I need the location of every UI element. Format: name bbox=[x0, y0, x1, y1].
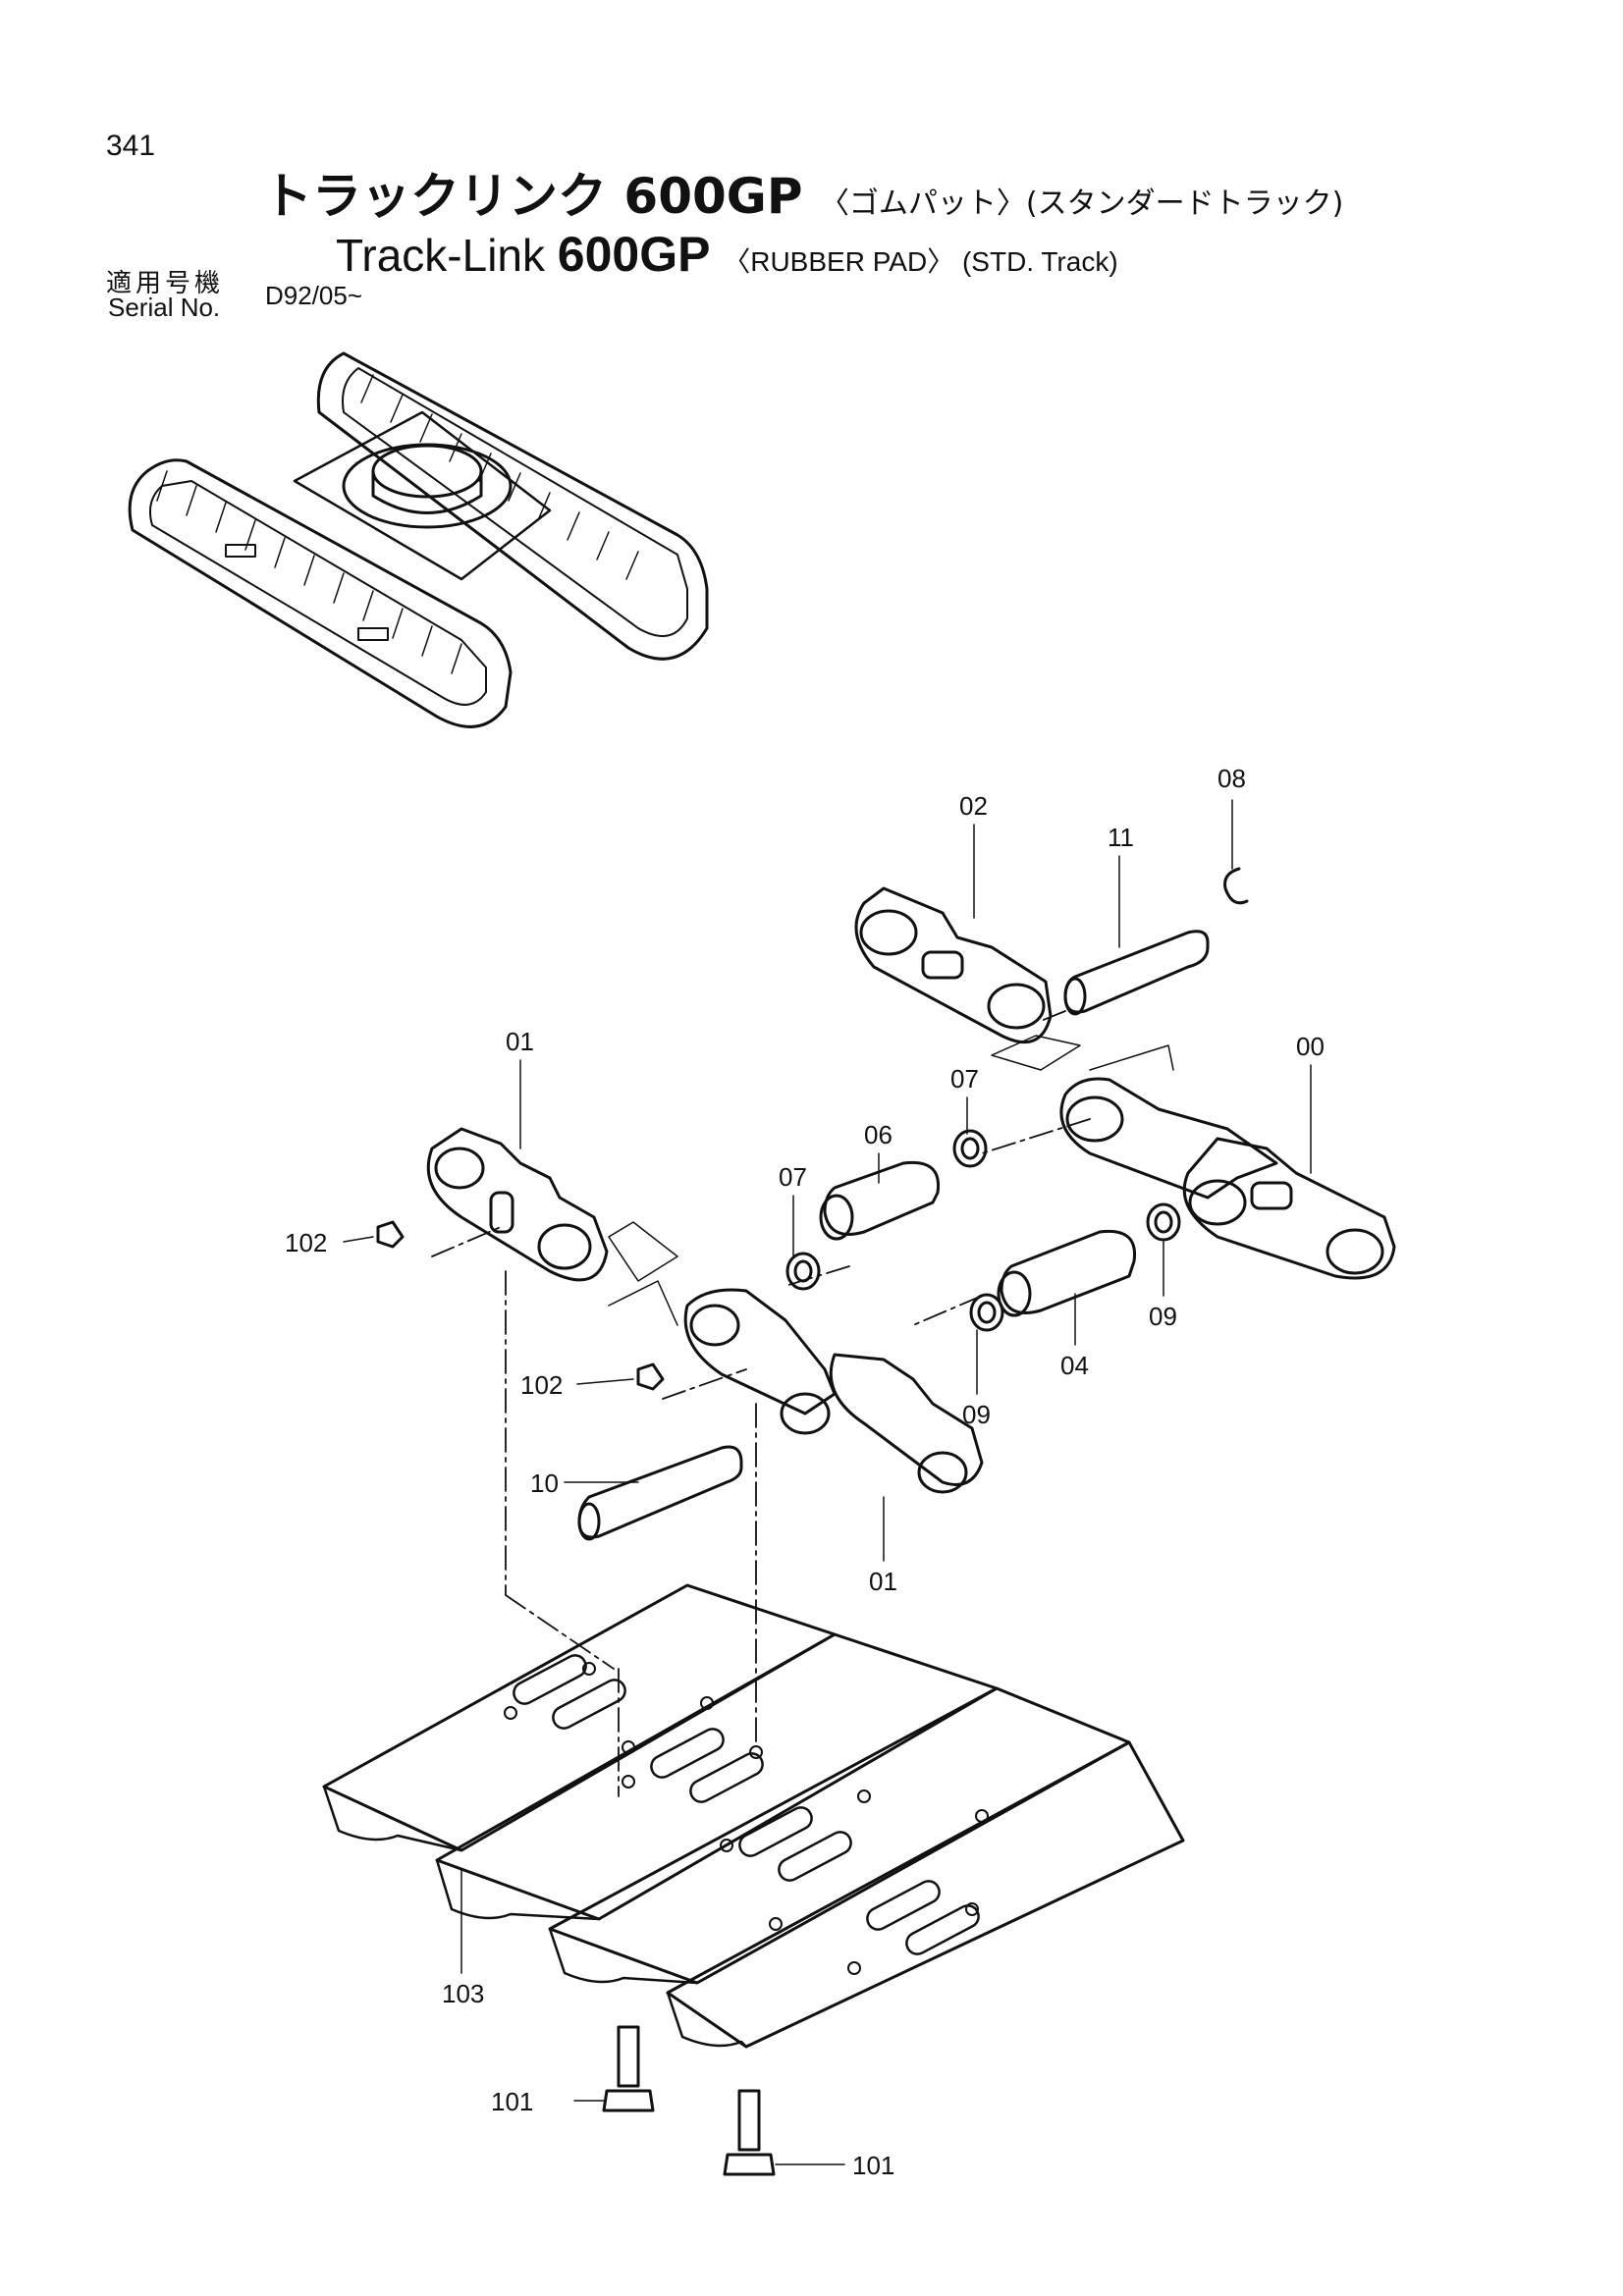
callout-10: 10 bbox=[530, 1468, 559, 1498]
serial-label-en: Serial No. bbox=[108, 293, 221, 322]
bushing-part-06 bbox=[819, 1160, 941, 1241]
link-part-01-left bbox=[426, 1127, 609, 1282]
title-english: Track-Link 600GP 〈RUBBER PAD〉 (STD. Trac… bbox=[336, 226, 1118, 283]
callout-101-left: 101 bbox=[491, 2087, 533, 2116]
serial-value: D92/05~ bbox=[265, 281, 363, 310]
title-japanese: トラックリンク 600GP 〈ゴムパット〉(スタンダードトラック) bbox=[263, 157, 1343, 228]
link-part-00 bbox=[1059, 1077, 1396, 1280]
bushing-part-04 bbox=[997, 1229, 1137, 1317]
callout-11: 11 bbox=[1108, 823, 1134, 852]
title-en-main: Track-Link bbox=[336, 230, 545, 281]
title-jp-sub: 〈ゴムパット〉(スタンダードトラック) bbox=[819, 187, 1344, 221]
bolt-part-101 bbox=[602, 2025, 776, 2176]
serial-label-jp: 適用号機 bbox=[106, 269, 225, 298]
nut-part-102 bbox=[376, 1220, 665, 1391]
link-part-02 bbox=[854, 886, 1053, 1044]
callout-09-right: 09 bbox=[1149, 1302, 1177, 1331]
callout-07-left: 07 bbox=[779, 1162, 807, 1192]
pin-part-11 bbox=[1063, 930, 1210, 1016]
callout-102-bottom: 102 bbox=[520, 1370, 563, 1400]
callout-09-center: 09 bbox=[962, 1400, 991, 1429]
callout-103: 103 bbox=[442, 1979, 484, 2008]
callout-01-bottom: 01 bbox=[869, 1567, 897, 1596]
link-part-01-center bbox=[683, 1288, 984, 1494]
rubber-pads-part-103 bbox=[322, 1583, 1185, 2049]
callout-04: 04 bbox=[1060, 1351, 1089, 1380]
callout-08: 08 bbox=[1217, 764, 1246, 793]
pin-part-10 bbox=[577, 1445, 743, 1541]
callout-00: 00 bbox=[1296, 1032, 1325, 1061]
page-number: 341 bbox=[106, 130, 156, 162]
title-jp-main: トラックリンク 600GP bbox=[263, 168, 803, 225]
title-en-model: 600GP bbox=[557, 227, 711, 282]
callout-labels: 08 02 11 01 00 07 06 07 102 09 04 102 09… bbox=[285, 764, 1325, 2180]
seal-rings bbox=[785, 1129, 1181, 1332]
snap-ring-part-08 bbox=[1223, 867, 1249, 905]
assembly-centerlines bbox=[431, 1010, 1091, 1797]
undercarriage-illustration bbox=[128, 351, 709, 728]
callout-leaders bbox=[343, 799, 1312, 2165]
section-planes bbox=[608, 1035, 1174, 1326]
callout-02: 02 bbox=[959, 791, 988, 821]
callout-101-right: 101 bbox=[852, 2151, 894, 2180]
callout-102-top: 102 bbox=[285, 1228, 327, 1257]
callout-06: 06 bbox=[864, 1120, 893, 1149]
callout-01-top: 01 bbox=[506, 1027, 534, 1056]
title-en-sub: 〈RUBBER PAD〉 (STD. Track) bbox=[723, 246, 1118, 277]
callout-07-right: 07 bbox=[950, 1064, 979, 1094]
